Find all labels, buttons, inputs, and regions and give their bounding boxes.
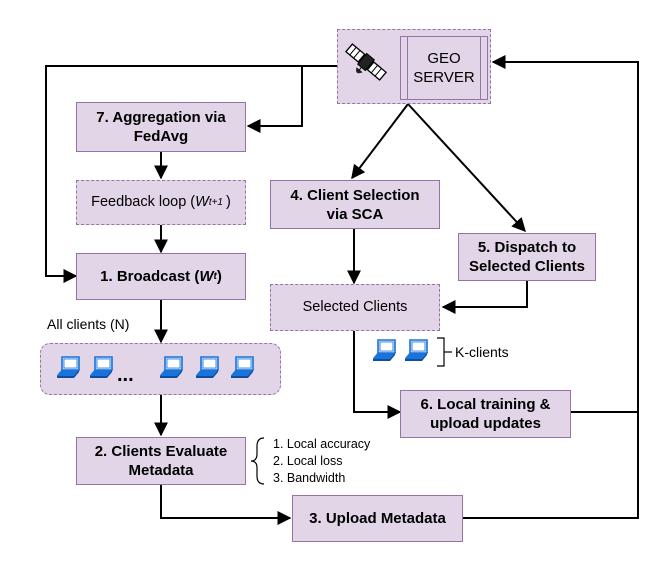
feedback-subscript: t+1: [208, 197, 223, 208]
broadcast-text: 1. Broadcast (: [100, 268, 200, 285]
training-line1: 6. Local training &: [420, 396, 551, 413]
laptop-icon: [371, 337, 399, 368]
evaluate-line2: Metadata: [128, 462, 194, 479]
client-selection-box: 4. Client Selection via SCA: [270, 180, 440, 229]
arrow-server-to-selection: [351, 103, 409, 180]
broadcast-close: ): [216, 268, 222, 285]
training-line2: upload updates: [430, 415, 541, 432]
server-label-line1: GEO: [427, 50, 461, 67]
dispatch-box: 5. Dispatch to Selected Clients: [458, 233, 596, 281]
metrics-brace: [250, 437, 265, 485]
laptop-icon: [194, 354, 222, 385]
broadcast-symbol: W: [199, 268, 214, 285]
arrow-dispatch-to-selected: [441, 281, 528, 314]
upload-metadata-text: 3. Upload Metadata: [309, 510, 446, 527]
all-clients-label: All clients (N): [47, 316, 130, 332]
laptop-icon: [229, 354, 257, 385]
aggregation-line2: FedAvg: [133, 128, 189, 145]
selected-clients-text: Selected Clients: [302, 299, 408, 315]
evaluate-line1: 2. Clients Evaluate: [94, 443, 228, 460]
feedback-text: Feedback loop (: [91, 194, 196, 210]
selection-line2: via SCA: [326, 205, 384, 223]
laptop-icon: [88, 354, 116, 385]
arrow-server-to-dispatch: [407, 103, 526, 233]
k-clients-label: K-clients: [455, 344, 509, 360]
arrow-selected-to-training: [353, 331, 402, 419]
selected-clients-box: Selected Clients: [270, 284, 440, 331]
satellite-icon: [340, 36, 392, 88]
feedback-symbol: W: [195, 194, 209, 210]
arrow-upload-to-server: [463, 55, 639, 519]
laptop-icon: [403, 337, 431, 368]
broadcast-subscript: t: [213, 271, 217, 282]
metric-item: 1. Local accuracy: [273, 437, 371, 451]
evaluate-metadata-box: 2. Clients Evaluate Metadata: [76, 437, 246, 485]
laptop-icon: [158, 354, 186, 385]
arrow-server-to-aggregation: [246, 65, 337, 133]
dispatch-line2: Selected Clients: [469, 258, 585, 275]
arrow-server-to-broadcast: [45, 65, 337, 283]
local-training-box: 6. Local training & upload updates: [400, 390, 571, 438]
aggregation-box: 7. Aggregation via FedAvg: [76, 102, 246, 152]
geo-server-box: GEO SERVER: [400, 36, 488, 100]
k-clients-bracket: [437, 337, 445, 367]
aggregation-line1: 7. Aggregation via: [96, 109, 226, 126]
metric-item: 2. Local loss: [273, 454, 343, 468]
laptop-icon: [55, 354, 83, 385]
arrow-evaluate-to-upload: [160, 485, 292, 525]
feedback-close: ): [226, 194, 231, 210]
dispatch-line1: 5. Dispatch to: [477, 239, 577, 256]
clients-ellipsis: ...: [117, 364, 134, 386]
server-label-line2: SERVER: [413, 69, 475, 86]
metric-item: 3. Bandwidth: [273, 471, 346, 485]
selection-line1: 4. Client Selection: [290, 186, 420, 204]
upload-metadata-box: 3. Upload Metadata: [292, 495, 463, 542]
